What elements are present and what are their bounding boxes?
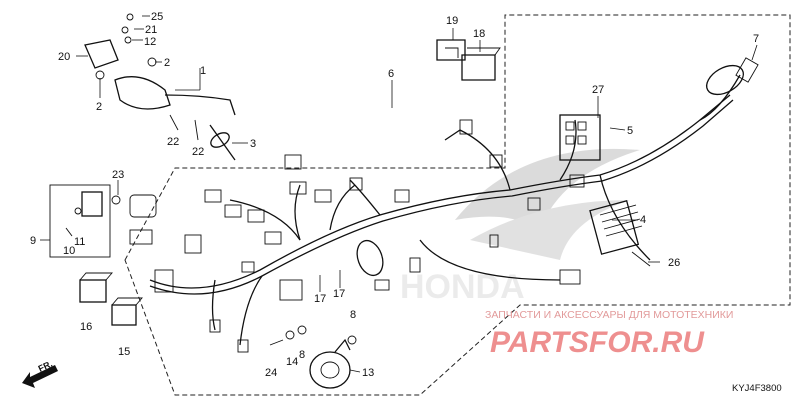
callout-21: 21: [145, 24, 157, 36]
callout-26: 26: [668, 257, 680, 269]
callout-11: 11: [74, 236, 85, 248]
callout-4: 4: [640, 214, 646, 226]
callout-24: 24: [265, 367, 277, 379]
callout-10: 10: [63, 245, 75, 257]
regulator-rectifier: [589, 200, 643, 255]
watermark-tagline: ЗАПЧАСТИ И АКСЕССУАРЫ ДЛЯ МОТОТЕХНИКИ: [485, 309, 733, 321]
relay-18: [461, 47, 501, 81]
callout-16: 16: [80, 321, 92, 333]
callouts: 25 21 12 20 2 2 1 22 22 3 19 18 6 7 27 5…: [30, 11, 759, 379]
callout-20: 20: [58, 51, 70, 63]
callout-7: 7: [753, 33, 759, 45]
relay-cover-19: [436, 39, 466, 61]
callout-17-left: 17: [314, 293, 326, 305]
callout-23: 23: [112, 169, 124, 181]
callout-1: 1: [200, 65, 206, 77]
callout-8-lower: 8: [299, 349, 305, 361]
callout-22-left: 22: [167, 136, 179, 148]
honda-wing-watermark: HONDA: [400, 148, 640, 306]
callout-14: 14: [286, 356, 298, 368]
front-arrow-icon: [22, 365, 58, 388]
callout-17-right: 17: [333, 288, 345, 300]
callout-22-right: 22: [192, 146, 204, 158]
callout-27: 27: [592, 84, 604, 96]
callout-3: 3: [250, 138, 256, 150]
horn: [309, 338, 351, 389]
fuse-box: [559, 114, 601, 161]
callout-2-upper: 2: [164, 57, 170, 69]
honda-wordmark: HONDA: [400, 268, 525, 306]
callout-13: 13: [362, 367, 374, 379]
relay-15: [111, 297, 143, 326]
watermark-logo: PARTSFOR.RU: [490, 326, 705, 359]
bolt-nuts: [111, 195, 651, 346]
watermark: ЗАПЧАСТИ И АКСЕССУАРЫ ДЛЯ МОТОТЕХНИКИ PA…: [485, 309, 733, 359]
callout-15: 15: [118, 346, 130, 358]
callout-8-upper: 8: [350, 309, 356, 321]
callout-18: 18: [473, 28, 485, 40]
callout-leaders: [40, 15, 758, 373]
callout-6: 6: [388, 68, 394, 80]
subassembly-outline: [124, 14, 791, 396]
callout-5: 5: [627, 125, 633, 137]
bolts-top: [121, 13, 199, 141]
callout-9: 9: [30, 235, 36, 247]
callout-25: 25: [151, 11, 163, 23]
callout-12: 12: [144, 36, 156, 48]
wire-harness-main: [129, 57, 759, 353]
callout-2-lower: 2: [96, 101, 102, 113]
diagram-code: KYJ4F3800: [732, 383, 782, 394]
callout-19: 19: [446, 15, 458, 27]
relay-16: [79, 272, 113, 303]
front-direction-indicator: FR.: [22, 359, 58, 388]
ignition-coil-assembly: [84, 39, 236, 161]
part-9-group: [49, 184, 111, 258]
